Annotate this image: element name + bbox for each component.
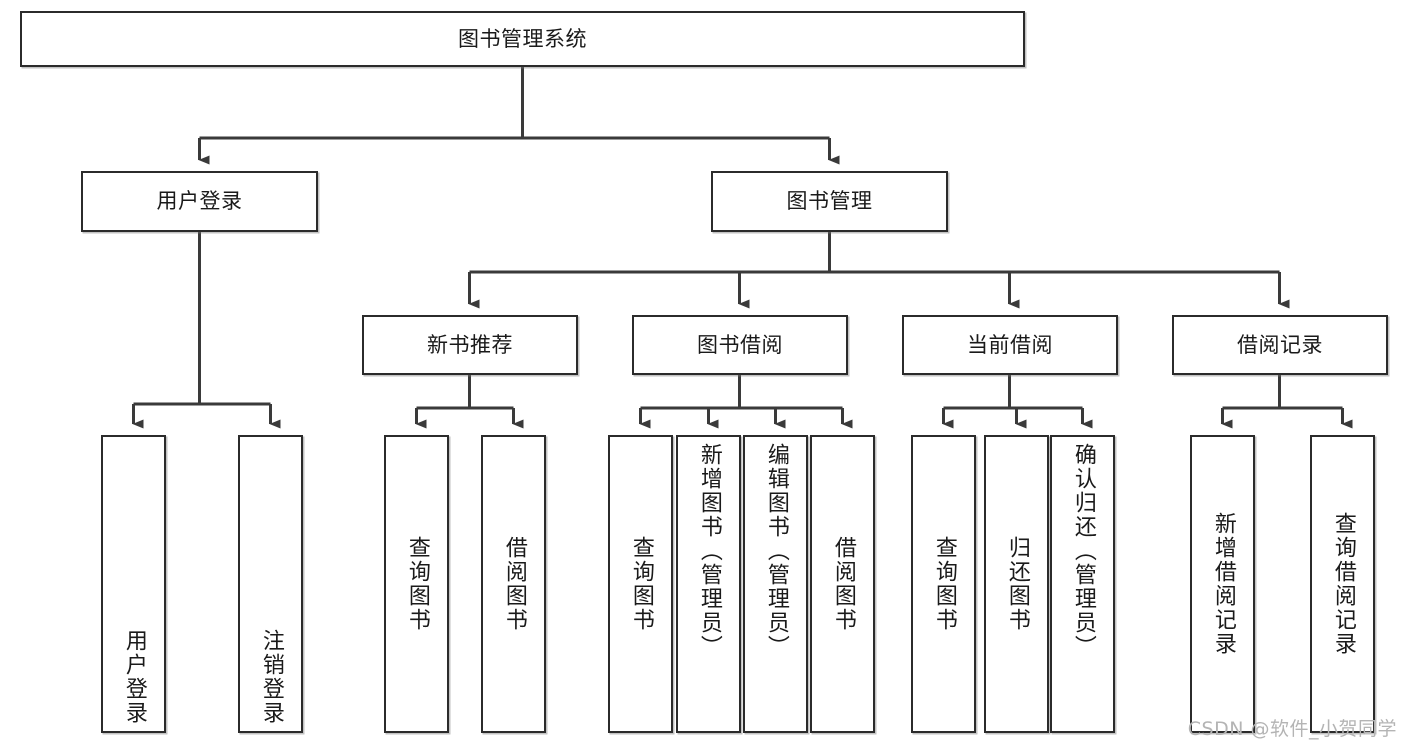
- leaf-node-label: 新增借阅记录: [1210, 512, 1236, 656]
- node-borrowing-records-label: 借阅记录: [1237, 332, 1323, 357]
- node-new-book-recommendation-label: 新书推荐: [427, 332, 513, 357]
- leaf-node-label: 借阅图书: [501, 536, 527, 632]
- leaf-node-label: 查询图书: [931, 536, 957, 632]
- leaf-node-label: 查询图书: [404, 536, 430, 632]
- leaf-node-label: 借阅图书: [830, 536, 856, 632]
- leaf-node-label: 确认归还（管理员）: [1070, 443, 1096, 659]
- leaf-node[interactable]: 借阅图书: [810, 435, 875, 733]
- node-new-book-recommendation[interactable]: 新书推荐: [362, 315, 578, 375]
- node-book-borrowing[interactable]: 图书借阅: [632, 315, 848, 375]
- leaf-node-label: 用户登录: [121, 629, 147, 725]
- leaf-node[interactable]: 编辑图书（管理员）: [743, 435, 808, 733]
- node-current-borrowing-label: 当前借阅: [967, 332, 1053, 357]
- leaf-node[interactable]: 用户登录: [101, 435, 166, 733]
- leaf-node-label: 编辑图书（管理员）: [763, 443, 789, 659]
- csdn-watermark: CSDN @软件_小贺同学: [1187, 718, 1397, 740]
- node-root-label: 图书管理系统: [458, 26, 587, 51]
- leaf-node[interactable]: 借阅图书: [481, 435, 546, 733]
- node-user-login-label: 用户登录: [156, 189, 243, 214]
- leaf-node-label: 查询图书: [628, 536, 654, 632]
- leaf-node[interactable]: 归还图书: [984, 435, 1049, 733]
- node-current-borrowing[interactable]: 当前借阅: [902, 315, 1118, 375]
- leaf-node-label: 注销登录: [258, 629, 284, 725]
- node-book-borrowing-label: 图书借阅: [697, 332, 783, 357]
- leaf-node[interactable]: 注销登录: [238, 435, 303, 733]
- leaf-node[interactable]: 查询图书: [384, 435, 449, 733]
- leaf-node-label: 查询借阅记录: [1330, 512, 1356, 656]
- leaf-node[interactable]: 新增图书（管理员）: [676, 435, 741, 733]
- leaf-node[interactable]: 查询借阅记录: [1310, 435, 1375, 733]
- leaf-node[interactable]: 查询图书: [911, 435, 976, 733]
- node-book-management[interactable]: 图书管理: [711, 171, 948, 232]
- node-root-system[interactable]: 图书管理系统: [20, 11, 1025, 67]
- node-user-login[interactable]: 用户登录: [81, 171, 318, 232]
- node-book-management-label: 图书管理: [786, 189, 873, 214]
- leaf-node-label: 新增图书（管理员）: [696, 443, 722, 659]
- leaf-node[interactable]: 新增借阅记录: [1190, 435, 1255, 733]
- leaf-node[interactable]: 确认归还（管理员）: [1050, 435, 1115, 733]
- node-borrowing-records[interactable]: 借阅记录: [1172, 315, 1388, 375]
- leaf-node[interactable]: 查询图书: [608, 435, 673, 733]
- leaf-node-label: 归还图书: [1004, 536, 1030, 632]
